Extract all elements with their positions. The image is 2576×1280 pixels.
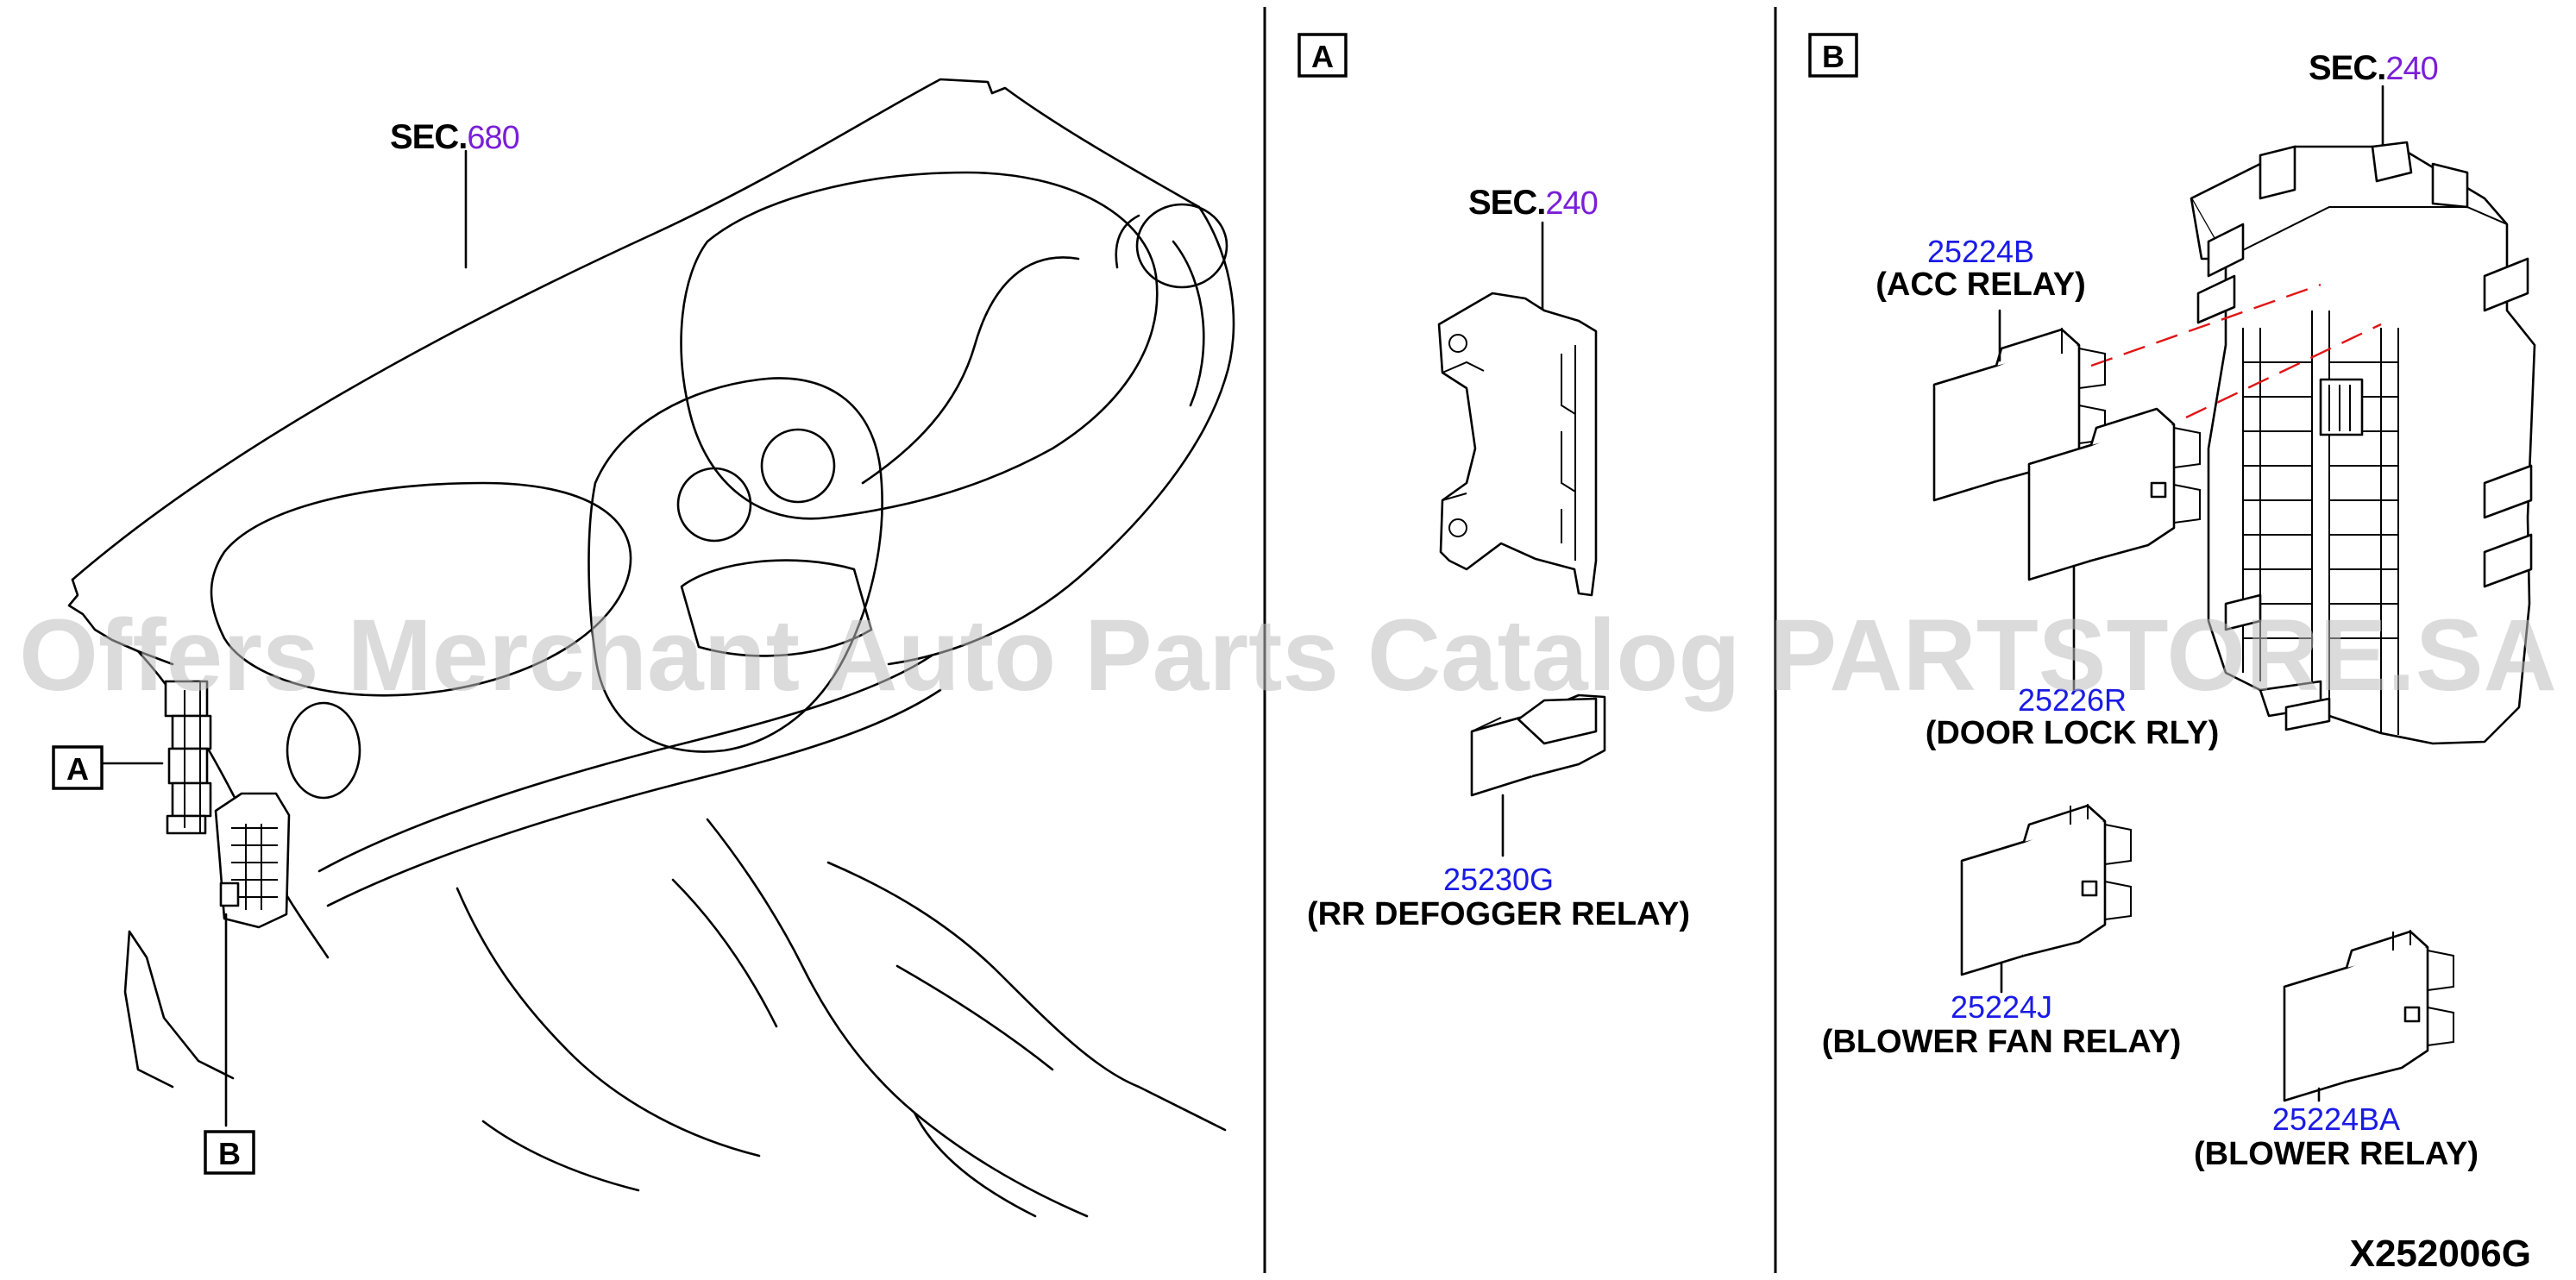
insertion-guide-door-lock — [2185, 323, 2382, 419]
svg-text:B: B — [218, 1136, 241, 1171]
sec-240-a-number: 240 — [1545, 185, 1597, 222]
svg-text:B: B — [1822, 39, 1844, 74]
acc-relay — [1932, 309, 2106, 502]
blower-relay — [2283, 930, 2454, 1102]
part-number-25224b: 25224B — [1927, 234, 2034, 269]
callout-a-header: A — [1297, 33, 1348, 78]
junction-box — [2190, 141, 2536, 745]
svg-text:A: A — [66, 751, 89, 787]
fuse-block-a — [164, 680, 212, 835]
sec-680-prefix: SEC.680 — [390, 118, 519, 156]
part-number-25224ba: 25224BA — [2272, 1101, 2400, 1137]
part-label-rr-defogger-relay: (RR DEFOGGER RELAY) — [1307, 896, 1690, 932]
sec-240-b-prefix: SEC.240 — [2309, 49, 2438, 87]
part-number-25226r: 25226R — [2018, 682, 2127, 718]
fuse-block-b — [214, 792, 291, 929]
rr-defogger-relay — [1470, 693, 1606, 857]
callout-a-left: A — [52, 745, 104, 790]
part-label-blower-fan-relay: (BLOWER FAN RELAY) — [1822, 1024, 2182, 1060]
door-lock-relay — [2027, 407, 2201, 692]
callout-b-left: B — [204, 1130, 255, 1175]
insertion-guide-acc — [2090, 283, 2322, 367]
watermark: Offers Merchant Auto Parts Catalog PARTS… — [19, 599, 2557, 712]
relay-bracket — [1437, 292, 1598, 597]
blower-fan-relay — [1960, 804, 2132, 994]
sec-240-b-number: 240 — [2385, 51, 2437, 87]
sec-240-a-prefix: SEC.240 — [1468, 184, 1598, 222]
drawing-code: X252006G — [2350, 1233, 2531, 1275]
svg-text:A: A — [1311, 39, 1334, 74]
part-number-25224j: 25224J — [1951, 989, 2052, 1025]
part-number-25230g: 25230G — [1443, 862, 1554, 897]
part-label-acc-relay: (ACC RELAY) — [1875, 267, 2086, 303]
part-label-door-lock-rly: (DOOR LOCK RLY) — [1926, 715, 2220, 751]
callout-b-header: B — [1808, 33, 1858, 78]
sec-680-number: 680 — [467, 120, 518, 156]
part-label-blower-relay: (BLOWER RELAY) — [2194, 1136, 2479, 1172]
instrument-panel-drawing — [67, 78, 1235, 1218]
